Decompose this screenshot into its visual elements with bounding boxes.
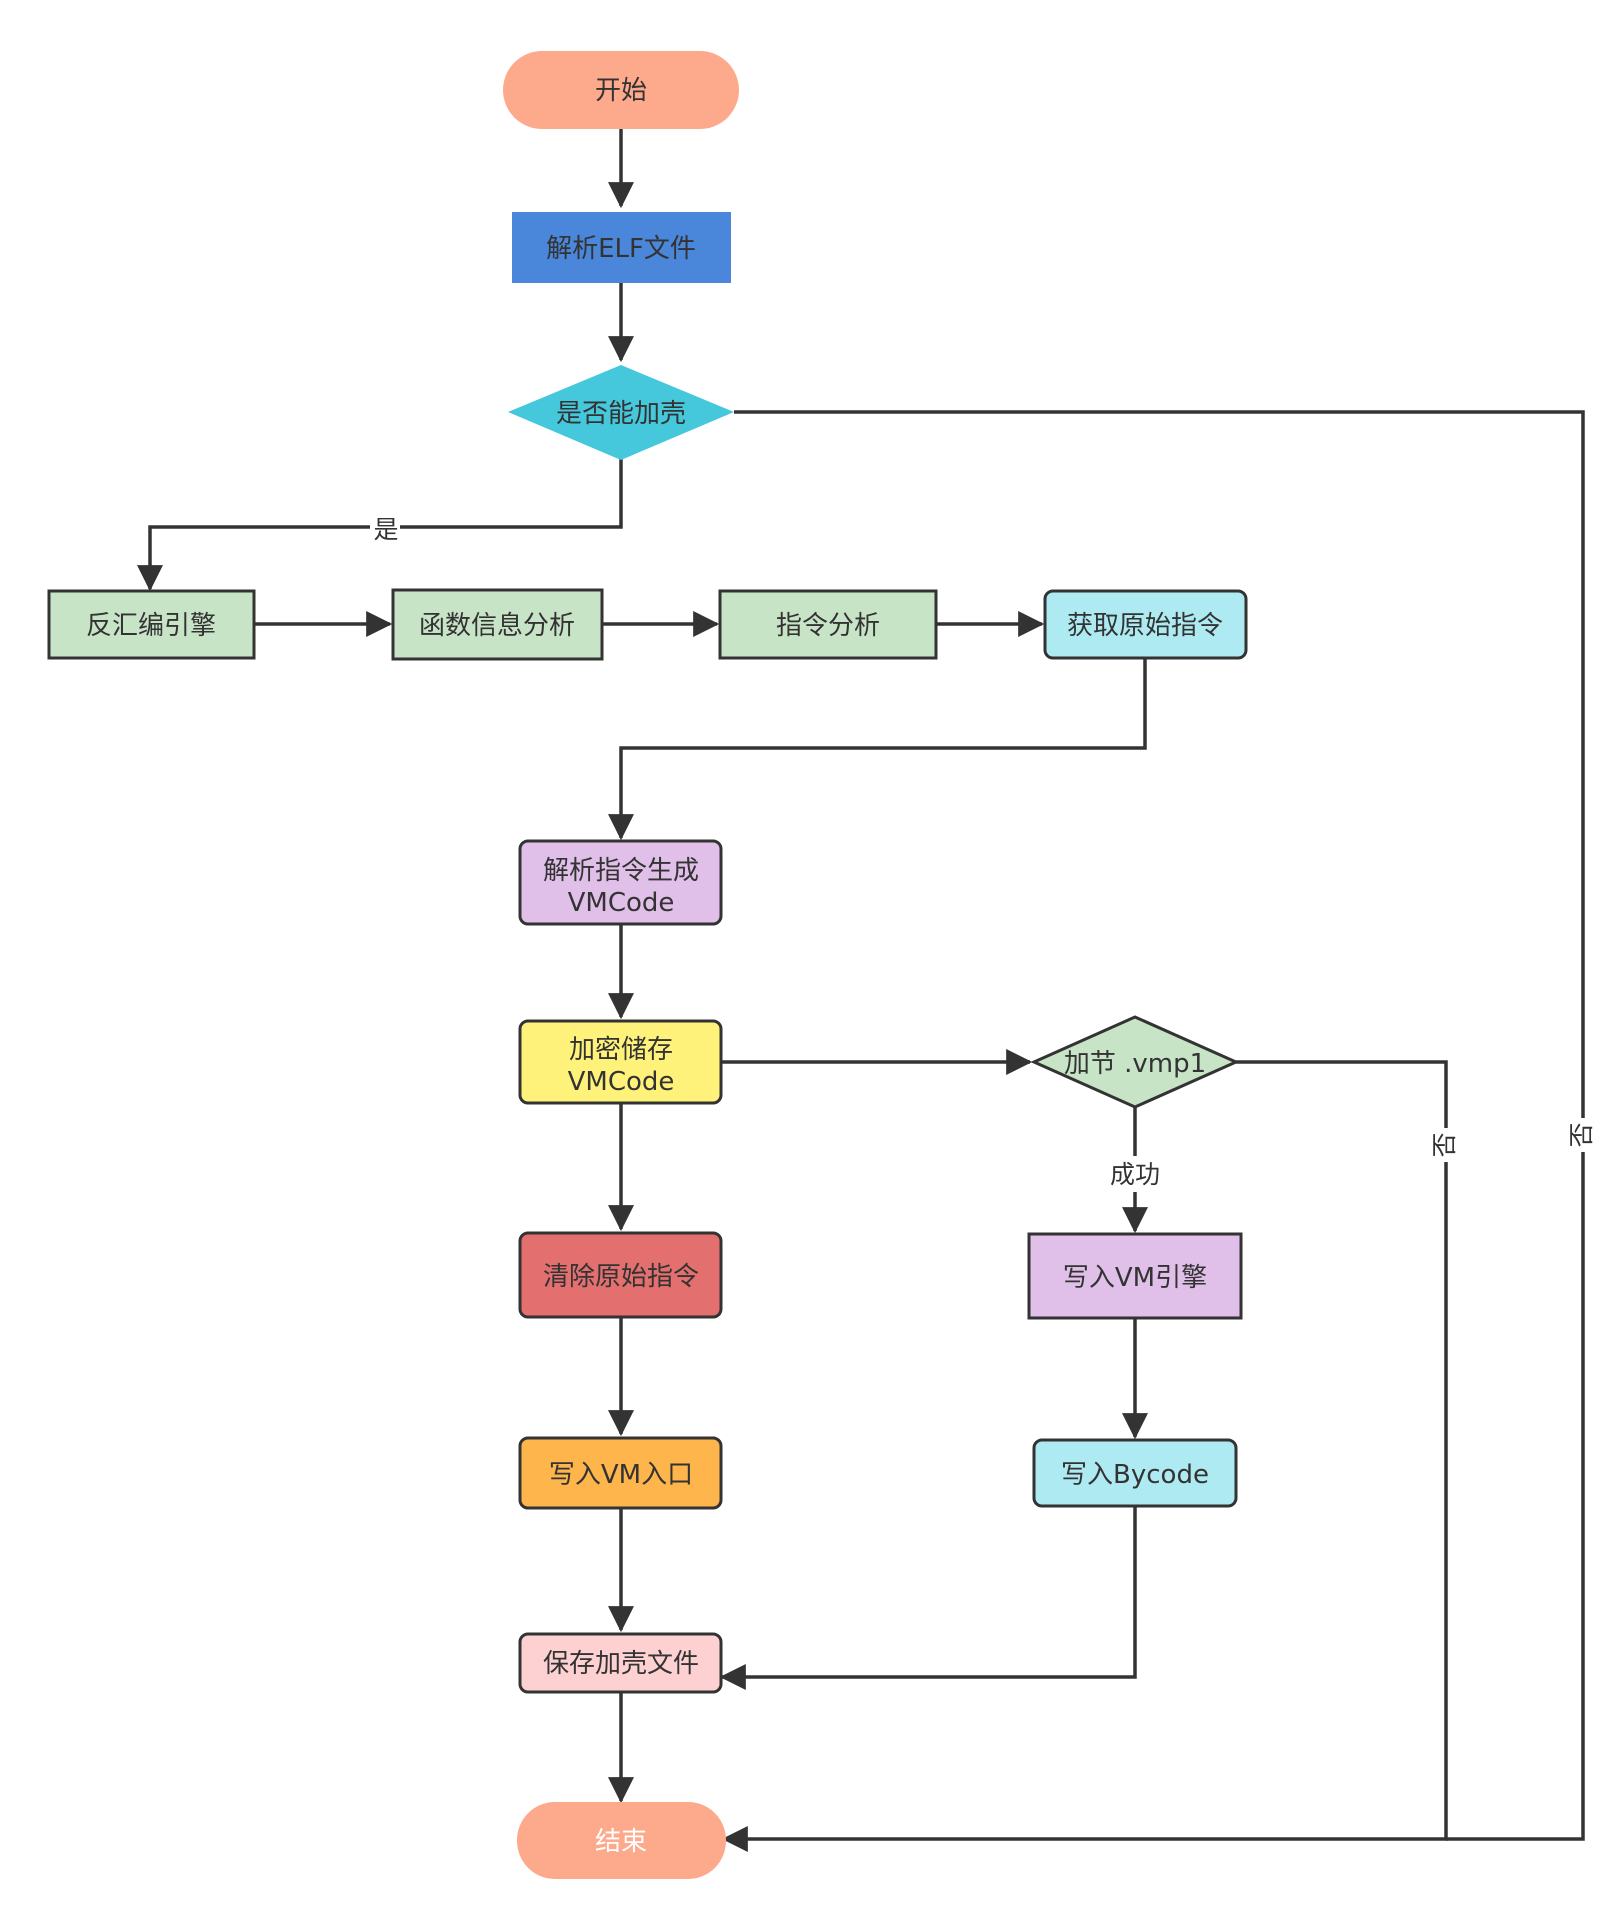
write-engine-node[interactable]: 写入VM引擎: [1027, 1232, 1243, 1320]
no-label-right: 否: [1567, 1122, 1596, 1147]
can-pack-decision[interactable]: 是否能加壳: [508, 365, 734, 460]
nodes: 开始 解析ELF文件 是否能加壳 反汇编引擎 函数信息分析 指令分析: [47, 51, 1248, 1879]
add-section-label: 加节 .vmp1: [1064, 1049, 1206, 1079]
disasm-node[interactable]: 反汇编引擎: [47, 589, 256, 660]
enc-vmcode-label-line2: VMCode: [568, 1067, 675, 1097]
end-node[interactable]: 结束: [517, 1802, 726, 1879]
can-pack-shape: [508, 365, 734, 460]
yes-label-bg: [370, 514, 400, 544]
edge-labels: 是 否 否 成功: [370, 514, 1598, 1192]
can-pack-label: 是否能加壳: [556, 399, 686, 429]
func-info-shape: [391, 588, 604, 661]
write-entry-label: 写入VM入口: [549, 1460, 693, 1490]
start-shape: [503, 51, 739, 129]
write-entry-node[interactable]: 写入VM入口: [518, 1436, 723, 1510]
write-engine-label: 写入VM引擎: [1063, 1263, 1207, 1293]
edges: [137, 128, 1585, 1852]
disasm-shape: [47, 589, 256, 660]
get-orig-label: 获取原始指令: [1067, 611, 1223, 641]
func-info-label: 函数信息分析: [419, 611, 575, 641]
add-section-decision[interactable]: 加节 .vmp1: [1030, 1015, 1240, 1109]
enc-vmcode-label-line1: 加密储存: [569, 1035, 673, 1065]
insn-analysis-shape: [718, 589, 938, 660]
save-file-shape: [518, 1632, 723, 1694]
start-label: 开始: [595, 76, 647, 106]
write-bycode-shape: [1032, 1438, 1238, 1508]
gen-vmcode-label-line1: 解析指令生成: [543, 856, 699, 886]
insn-analysis-node[interactable]: 指令分析: [718, 589, 938, 660]
clear-orig-node[interactable]: 清除原始指令: [518, 1231, 723, 1319]
gen-vmcode-node[interactable]: 解析指令生成 VMCode: [518, 839, 723, 926]
get-orig-node[interactable]: 获取原始指令: [1043, 589, 1248, 660]
edge-bycode-save: [719, 1506, 1137, 1690]
write-bycode-label: 写入Bycode: [1061, 1460, 1209, 1490]
write-bycode-node[interactable]: 写入Bycode: [1032, 1438, 1238, 1508]
enc-vmcode-shape: [518, 1019, 723, 1105]
write-entry-shape: [518, 1436, 723, 1510]
gen-vmcode-shape: [518, 839, 723, 926]
no-label-right-bg: [1568, 1118, 1598, 1152]
clear-orig-label: 清除原始指令: [543, 1262, 699, 1292]
success-label-bg: [1103, 1156, 1167, 1192]
add-section-shape: [1030, 1015, 1240, 1109]
edge-getorig-genvm: [608, 658, 1147, 841]
edge-addsection-no-end: [721, 1060, 1448, 1852]
yes-label: 是: [373, 515, 398, 544]
clear-orig-shape: [518, 1231, 723, 1319]
start-node[interactable]: 开始: [503, 51, 739, 129]
enc-vmcode-node[interactable]: 加密储存 VMCode: [518, 1019, 723, 1105]
gen-vmcode-label-line2: VMCode: [568, 888, 675, 918]
func-info-node[interactable]: 函数信息分析: [391, 588, 604, 661]
success-label: 成功: [1110, 1160, 1160, 1189]
disasm-label: 反汇编引擎: [86, 611, 216, 641]
end-label: 结束: [595, 1827, 647, 1857]
parse-elf-label: 解析ELF文件: [546, 234, 696, 264]
save-file-label: 保存加壳文件: [543, 1649, 699, 1679]
save-file-node[interactable]: 保存加壳文件: [518, 1632, 723, 1694]
parse-elf-shape: [512, 212, 731, 283]
no-label-mid: 否: [1430, 1132, 1459, 1157]
no-label-mid-bg: [1431, 1128, 1461, 1162]
insn-analysis-label: 指令分析: [776, 611, 880, 641]
write-engine-shape: [1027, 1232, 1243, 1320]
end-shape: [517, 1802, 726, 1879]
get-orig-shape: [1043, 589, 1248, 660]
parse-elf-node[interactable]: 解析ELF文件: [512, 212, 731, 283]
